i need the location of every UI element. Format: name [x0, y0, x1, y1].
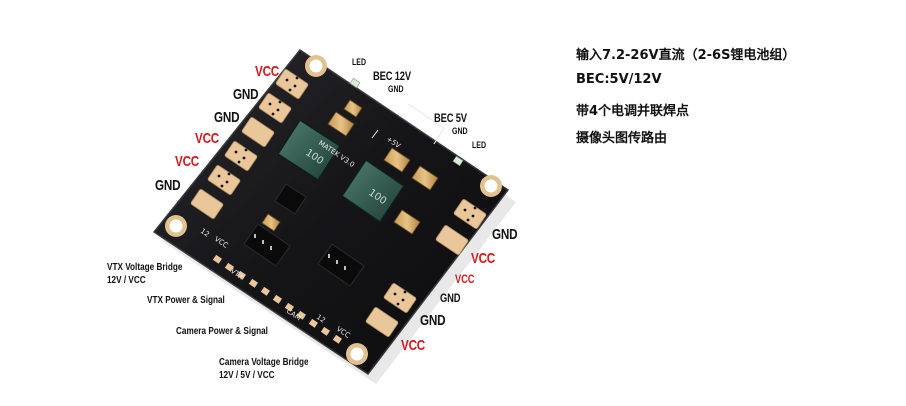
spec-bec: BEC:5V/12V: [576, 72, 662, 87]
inductor-left: 100: [276, 118, 342, 182]
spec-input-voltage: 输入7.2-26V直流（2-6S锂电池组）: [576, 48, 796, 63]
bec-5v-label: BEC 5V: [434, 111, 467, 125]
spec-camera-routing: 摄像头图传路由: [576, 131, 668, 146]
bec-12v-label: BEC 12V: [373, 69, 411, 83]
pad-label-gnd: GND: [440, 291, 461, 305]
pad-label-vcc: VCC: [255, 63, 280, 80]
connector-pads: [212, 254, 342, 344]
camera-bridge-value: 12V / 5V / VCC: [219, 369, 275, 381]
pad-label-vcc: VCC: [195, 130, 220, 147]
led-components: [349, 77, 464, 167]
left-solder-pads: [190, 69, 309, 219]
vtx-power-label: VTX Power & Signal: [147, 294, 225, 306]
bec-12v-gnd-label: GND: [388, 84, 404, 94]
spec-esc-pads: 带4个电调并联焊点: [576, 104, 690, 119]
pad-label-gnd: GND: [233, 86, 259, 103]
led-label: LED: [352, 57, 367, 67]
vtx-bridge-label: VTX Voltage Bridge: [107, 261, 183, 273]
svg-text:12: 12: [199, 227, 211, 239]
pad-label-gnd: GND: [492, 226, 518, 243]
mounting-holes: [165, 55, 502, 365]
pad-label-gnd: GND: [214, 109, 240, 126]
led-label: LED: [472, 140, 487, 150]
pad-label-gnd: GND: [155, 177, 181, 194]
bec-5v-gnd-label: GND: [452, 126, 468, 136]
pad-label-vcc: VCC: [455, 272, 475, 286]
svg-text:12: 12: [315, 313, 327, 325]
vtx-bridge-value: 12V / VCC: [107, 274, 146, 286]
inductor-right: 100: [340, 158, 406, 224]
pad-label-vcc: VCC: [471, 250, 496, 267]
camera-power-label: Camera Power & Signal: [176, 325, 268, 337]
right-solder-pads: [365, 199, 487, 337]
pad-label-gnd: GND: [420, 312, 446, 329]
camera-bridge-label: Camera Voltage Bridge: [219, 356, 309, 368]
pad-label-vcc: VCC: [401, 337, 426, 354]
pad-label-vcc: VCC: [175, 153, 200, 170]
